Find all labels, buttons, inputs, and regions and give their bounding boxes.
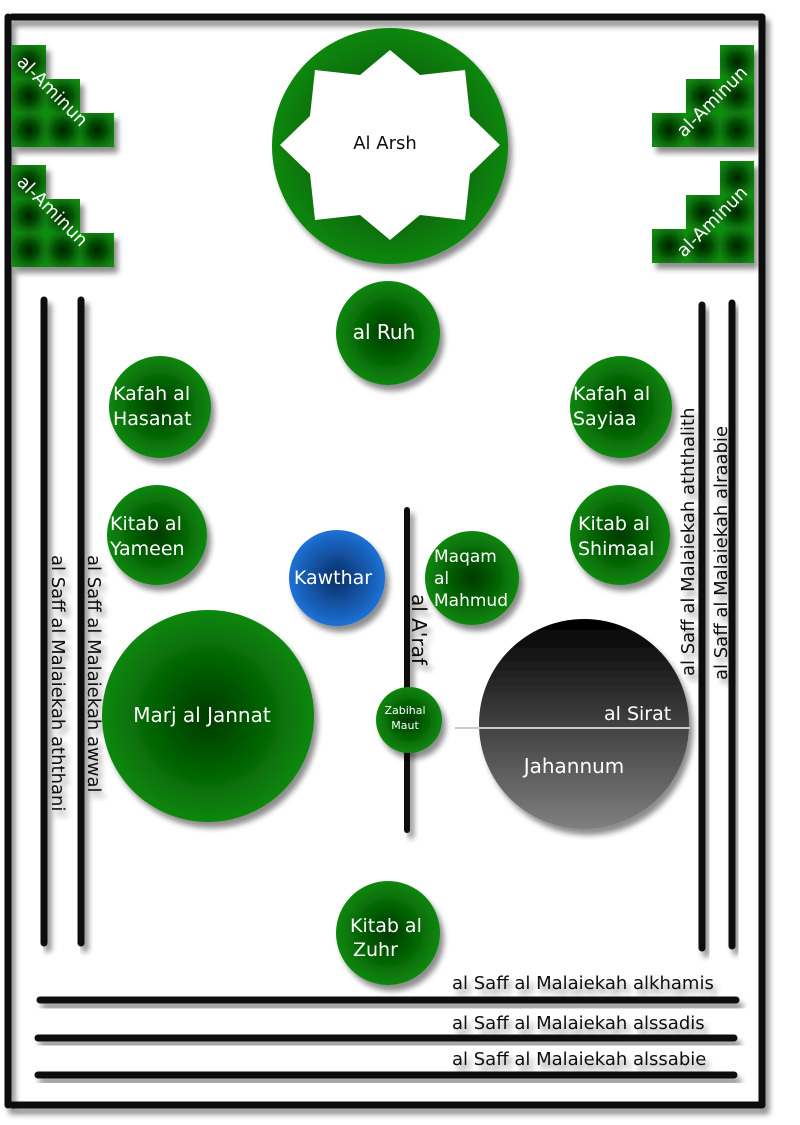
- kitab-zuhr-line1: Kitab al: [350, 915, 422, 937]
- saff-label: al Saff al Malaiekah alkhamis: [452, 973, 714, 994]
- kitab-al-yameen: Kitab al Yameen: [107, 485, 207, 585]
- sirat-label: al Sirat: [604, 703, 671, 725]
- saff-label: al Saff al Malaiekah aththani: [47, 555, 68, 811]
- marj-al-jannat: Marj al Jannat: [102, 610, 314, 822]
- kawthar: Kawthar: [289, 530, 385, 626]
- zabihal-maut: Zabihal Maut: [376, 687, 442, 753]
- saff-label: al Saff al Malaiekah aththalith: [678, 408, 699, 676]
- saff-label: al Saff al Malaiekah alssabie: [452, 1049, 706, 1070]
- al-sirat: al Sirat: [455, 703, 690, 729]
- kafah-sayiaa-line1: Kafah al: [573, 383, 650, 405]
- saff-alraabie: al Saff al Malaiekah alraabie: [711, 299, 736, 950]
- aminun-mid-left: al-Aminun: [12, 165, 114, 267]
- aminun-top-left: al-Aminun: [12, 45, 114, 147]
- maqam-line3: Mahmud: [434, 591, 508, 611]
- saff-label: al Saff al Malaiekah alraabie: [711, 426, 732, 680]
- kitab-shimaal-line1: Kitab al: [578, 513, 650, 535]
- aminun-mid-right: al-Aminun: [652, 161, 754, 263]
- kafah-al-hasanat: Kafah al Hasanat: [109, 356, 211, 458]
- maqam-line2: al: [434, 569, 449, 589]
- jahannum-label: Jahannum: [522, 754, 625, 778]
- saff-aththalith: al Saff al Malaiekah aththalith: [678, 301, 706, 952]
- kawthar-label: Kawthar: [294, 567, 372, 589]
- al-arsh: Al Arsh: [272, 28, 508, 264]
- saff-label: al Saff al Malaiekah awwal: [83, 555, 104, 793]
- kitab-yameen-line1: Kitab al: [110, 513, 182, 535]
- saff-label: al Saff al Malaiekah alssadis: [452, 1013, 705, 1034]
- saff-alkhamis: al Saff al Malaiekah alkhamis: [36, 973, 740, 1004]
- araf-label: al A'raf: [407, 594, 431, 666]
- kitab-yameen-line2: Yameen: [109, 538, 185, 560]
- saff-alssadis: al Saff al Malaiekah alssadis: [34, 1013, 738, 1042]
- zabihal-line1: Zabihal: [384, 704, 425, 717]
- al-ruh: al Ruh: [336, 281, 440, 385]
- star-shape: [280, 50, 500, 240]
- ruh-label: al Ruh: [353, 320, 416, 344]
- kitab-shimaal-line2: Shimaal: [578, 538, 654, 560]
- saff-awwal: al Saff al Malaiekah awwal: [77, 296, 104, 947]
- zabihal-line2: Maut: [391, 719, 419, 732]
- al-araf: al A'raf: [404, 507, 431, 833]
- marj-jannat-label: Marj al Jannat: [133, 703, 271, 727]
- kafah-sayiaa-line2: Sayiaa: [573, 408, 637, 430]
- kitab-al-zuhr: Kitab al Zuhr: [336, 881, 440, 985]
- kitab-al-shimaal: Kitab al Shimaal: [570, 485, 670, 585]
- maqam-line1: Maqam: [434, 547, 497, 567]
- saff-aththani: al Saff al Malaiekah aththani: [40, 296, 68, 947]
- kafah-al-sayiaa: Kafah al Sayiaa: [570, 356, 672, 458]
- jahannum: Jahannum: [479, 619, 689, 829]
- kitab-zuhr-line2: Zuhr: [353, 939, 398, 961]
- kafah-hasanat-line1: Kafah al: [113, 383, 190, 405]
- saff-alssabie: al Saff al Malaiekah alssabie: [34, 1049, 738, 1079]
- kafah-hasanat-line2: Hasanat: [113, 408, 192, 430]
- aminun-top-right: al-Aminun: [652, 45, 754, 147]
- maqam-al-mahmud: Maqam al Mahmud: [425, 531, 519, 625]
- outer-frame: [4, 13, 766, 1109]
- arsh-label: Al Arsh: [353, 133, 417, 154]
